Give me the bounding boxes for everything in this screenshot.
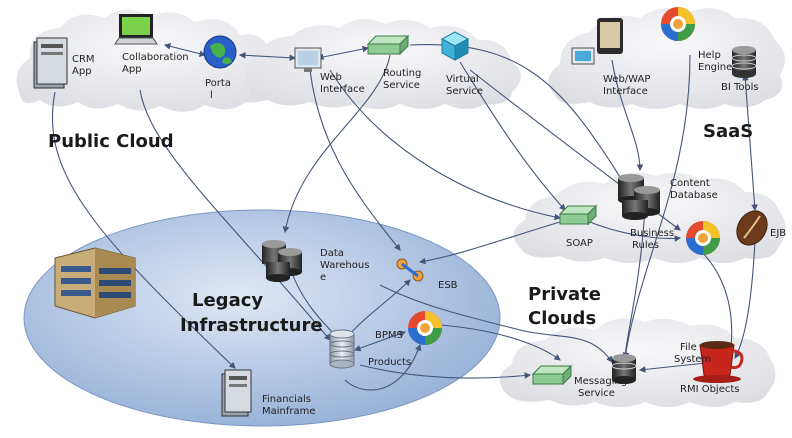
content-db-label-1: Content — [670, 178, 710, 189]
portal-label-2: l — [210, 90, 213, 101]
products-database-icon — [329, 329, 355, 369]
webwap-label-1: Web/WAP — [603, 74, 650, 85]
connector-portal-web — [238, 52, 297, 61]
connector-collab-products — [139, 89, 331, 341]
data-warehouse-label-1: Data — [320, 248, 344, 259]
business-rules-label-2: Rules — [632, 240, 659, 251]
legacy-infrastructure-ellipse — [23, 209, 501, 427]
virtual-label-1: Virtual — [446, 74, 479, 85]
globe-icon — [203, 35, 237, 69]
help-engine-icon — [661, 7, 695, 41]
financials-label-2: Mainframe — [262, 406, 316, 417]
server-icon — [33, 37, 68, 89]
private-clouds-title-line1: Private — [528, 284, 601, 305]
ejb-label: EJB — [770, 228, 786, 239]
content-db-label-2: Database — [670, 190, 718, 201]
connector-web-routing — [316, 45, 370, 61]
connector-content-messaging — [624, 209, 646, 356]
file-system-label-1: File — [680, 342, 697, 353]
small-monitor-icon — [571, 47, 595, 65]
data-warehouse-icon — [262, 240, 302, 282]
webwap-label-2: Interface — [603, 86, 648, 97]
connector-products-loop — [344, 343, 422, 391]
soap-label: SOAP — [566, 238, 593, 249]
web-interface-label-1: Web — [320, 72, 342, 83]
business-rules-icon — [686, 221, 720, 255]
routing-label-2: Service — [383, 80, 420, 91]
bpms-icon — [408, 311, 442, 345]
connector-virtual-soap — [459, 61, 566, 211]
products-label: Products — [368, 357, 411, 368]
public-cloud-title: Public Cloud — [48, 131, 174, 152]
messaging-label-2: Service — [578, 388, 615, 399]
coffee-cup-icon — [693, 341, 744, 383]
connector-collab-portal — [163, 43, 207, 57]
esb-icon — [396, 258, 424, 282]
connector-products-messaging — [359, 364, 532, 379]
help-label-1: Help — [698, 50, 721, 61]
connector-esb-messaging — [379, 284, 613, 363]
connector-web-esb — [309, 69, 401, 251]
data-warehouse-label-2: Warehous — [320, 260, 369, 271]
tablet-icon — [597, 18, 623, 54]
data-warehouse-label-3: e — [320, 272, 326, 283]
connector-bpms-messaging — [439, 324, 561, 361]
connectors — [51, 43, 758, 391]
file-system-database-icon — [611, 354, 637, 384]
crm-app-label-2: App — [72, 66, 92, 77]
content-database-icon — [618, 174, 660, 220]
legacy-title-line1: Legacy — [192, 290, 263, 311]
laptop-icon — [114, 14, 158, 45]
esb-label: ESB — [438, 280, 458, 291]
connector-products-bpms — [353, 330, 407, 352]
collab-label-1: Collaboration — [122, 52, 189, 63]
bpms-label: BPMS — [375, 330, 403, 341]
business-rules-label-1: Business — [630, 228, 674, 239]
legacy-title-line2: Infrastructure — [180, 315, 323, 336]
database-icon — [731, 46, 757, 78]
file-system-label-2: System — [674, 354, 711, 365]
public-cloud-shape — [16, 9, 281, 112]
private-cloud-lower-shape — [499, 318, 776, 407]
mainframe-icon — [221, 369, 252, 417]
messaging-service-icon — [531, 364, 573, 386]
collab-label-2: App — [122, 64, 142, 75]
monitor-icon — [294, 47, 322, 72]
crm-app-label-1: CRM — [72, 54, 95, 65]
connector-soap-esb — [418, 221, 561, 265]
routing-label-1: Routing — [383, 68, 421, 79]
soap-service-icon — [558, 204, 598, 226]
ejb-bean-icon — [736, 210, 768, 246]
building-icon — [54, 247, 136, 319]
bi-tools-label: BI Tools — [721, 82, 759, 93]
private-clouds-title-line2: Clouds — [528, 308, 596, 329]
connector-bi-ejb — [742, 73, 758, 212]
connector-web-soap — [329, 69, 562, 221]
connector-wap-content — [611, 59, 644, 172]
connector-soap-rules — [583, 219, 682, 242]
web-interface-label-2: Interface — [320, 84, 365, 95]
connector-help-messaging — [622, 54, 691, 360]
connector-crm-financials — [51, 91, 236, 369]
financials-label-1: Financials — [262, 394, 311, 405]
cube-icon — [440, 31, 470, 61]
rmi-objects-label: RMI Objects — [680, 384, 739, 395]
router-icon — [366, 34, 410, 56]
connector-routing-datawh — [282, 54, 391, 234]
portal-label-1: Porta — [205, 78, 231, 89]
saas-title: SaaS — [703, 121, 753, 142]
help-label-2: Engine — [698, 62, 732, 73]
messaging-label-1: Messaging — [574, 376, 627, 387]
virtual-label-2: Service — [446, 86, 483, 97]
